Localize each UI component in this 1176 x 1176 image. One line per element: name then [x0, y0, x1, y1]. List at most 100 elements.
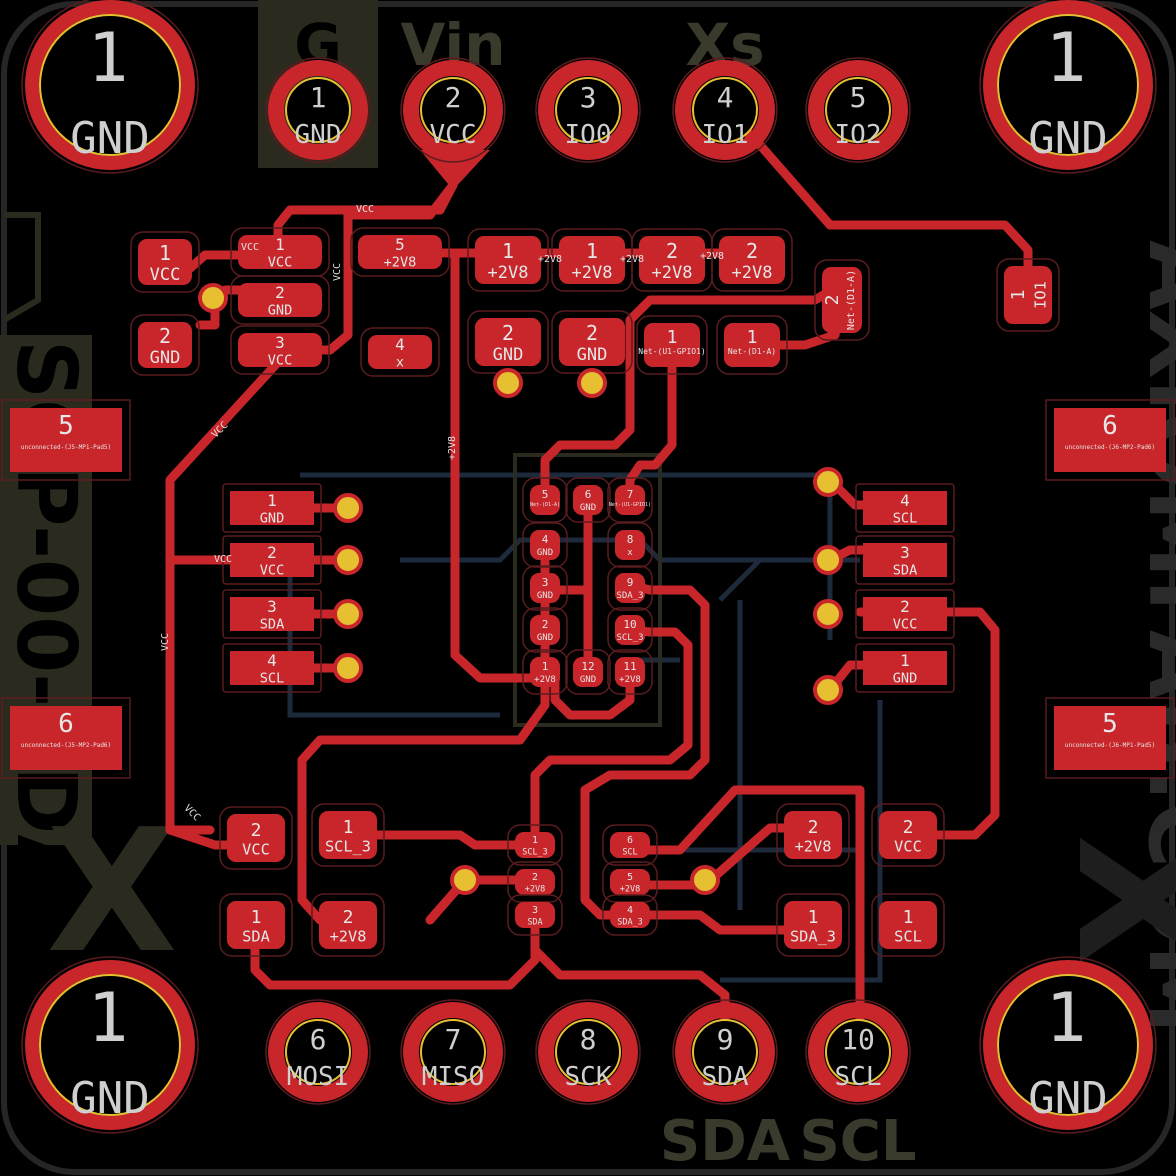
ic-pad-net: Net-(D1-A) — [530, 502, 560, 508]
left-connector-pad-net: SCL — [260, 671, 285, 687]
lower-pad-net: SDA — [242, 927, 270, 945]
trace-label-text: VCC — [214, 554, 232, 565]
upper-pad-net: +2V8 — [732, 263, 773, 283]
via — [333, 545, 363, 575]
upper-pad: 1+2V8 — [551, 228, 633, 292]
upper-pad: 5+2V8 — [350, 227, 450, 277]
via — [813, 599, 843, 629]
trace-label-text: +2V8 — [620, 254, 644, 265]
side-pad-net: unconnected-(J6-MP2-Pad6) — [1065, 444, 1155, 451]
lower-pad-number: 1 — [251, 907, 262, 928]
upper-pad-number: 5 — [395, 235, 405, 254]
silk-left-logo: X — [46, 793, 177, 991]
side-pad-number: 5 — [58, 411, 74, 441]
upper-pad-number: 1 — [667, 327, 678, 348]
copper-trace — [625, 335, 677, 505]
upper-pad-net: IO1 — [1031, 281, 1049, 309]
left-connector-pad-number: 2 — [267, 543, 277, 562]
copper-trace — [625, 785, 865, 940]
mounting-hole-net: GND — [70, 1073, 149, 1124]
lower-pad-net: SCL_3 — [325, 837, 371, 855]
ic-pad-net: GND — [580, 503, 596, 513]
lower-pad-number: 1 — [343, 817, 354, 838]
upper-pad-number: 2 — [502, 321, 514, 345]
trace-label: +2V8 — [538, 254, 562, 265]
mounting-hole-net: GND — [70, 113, 149, 164]
trace-label: VCC — [241, 242, 259, 253]
copper-trace — [340, 830, 540, 850]
upper-pad-number: 2 — [159, 324, 171, 348]
ic-pad-net: +2V8 — [534, 675, 556, 685]
via — [690, 865, 720, 895]
ic-pad-number: 12 — [581, 660, 594, 673]
level-shifter-left-pad: 2+2V8 — [507, 861, 563, 903]
upper-pad-number: 1 — [586, 239, 598, 263]
upper-pad-number: 2 — [275, 283, 285, 302]
side-pad-net: unconnected-(J5-MP1-Pad5) — [21, 444, 111, 451]
bottom-header-pin-number: 10 — [841, 1023, 875, 1056]
ic-pad-number: 11 — [623, 660, 636, 673]
lower-pad-net: VCC — [242, 840, 270, 858]
top-header-pin-net: IO0 — [565, 120, 612, 150]
lower-pad: 2+2V8 — [311, 893, 385, 957]
bottom-header-pin-net: MISO — [422, 1062, 485, 1092]
upper-pad-net: Net-(U1-GPIO1) — [638, 347, 705, 356]
silk-scl: SCL — [799, 1109, 916, 1174]
trace-label-text: +2V8 — [447, 436, 458, 460]
left-connector-pad-number: 4 — [267, 651, 277, 670]
copper-trace — [297, 675, 550, 925]
mounting-hole-number: 1 — [1046, 19, 1087, 98]
mounting-hole-net: GND — [1028, 113, 1107, 164]
ic-pad-net: +2V8 — [619, 675, 641, 685]
upper-pad-net: +2V8 — [572, 263, 613, 283]
trace-label-text: VCC — [160, 633, 171, 651]
ic-pad-net: SCL_3 — [616, 633, 643, 643]
ic-pad-net: SDA_3 — [616, 591, 643, 601]
upper-pad-net: Net-(D1-A) — [846, 270, 857, 330]
copper-trace — [183, 250, 245, 275]
via — [813, 675, 843, 705]
upper-pad-number: 2 — [822, 295, 843, 306]
upper-pad-net: GND — [493, 345, 524, 365]
upper-pad-net: +2V8 — [488, 263, 529, 283]
left-connector-pad-number: 3 — [267, 597, 277, 616]
level-shifter-right-pad-number: 6 — [627, 835, 633, 846]
bottom-header-pin-net: SDA — [702, 1062, 749, 1092]
bottom-header-pin-number: 6 — [310, 1023, 327, 1056]
side-pad-number: 5 — [1102, 709, 1118, 739]
ic-pad-net: GND — [537, 548, 553, 558]
trace-label: +2V8 — [700, 251, 724, 262]
ic-pad: 8x — [607, 522, 653, 568]
level-shifter-right-pad-number: 4 — [627, 905, 633, 916]
side-pad-number: 6 — [58, 709, 74, 739]
upper-pad-net: GND — [268, 303, 293, 319]
right-connector-pad-net: GND — [893, 671, 918, 687]
copper-trace — [165, 355, 285, 835]
level-shifter-right-pad-net: +2V8 — [620, 885, 640, 895]
left-connector-pad-net: VCC — [260, 563, 285, 579]
pads-layer: 1GND1GND1GND1GND1GND2VCC3IO04IO15IO26MOS… — [1, 0, 1175, 1134]
copper-trace — [900, 607, 1000, 840]
right-connector-pad-number: 4 — [900, 491, 910, 510]
